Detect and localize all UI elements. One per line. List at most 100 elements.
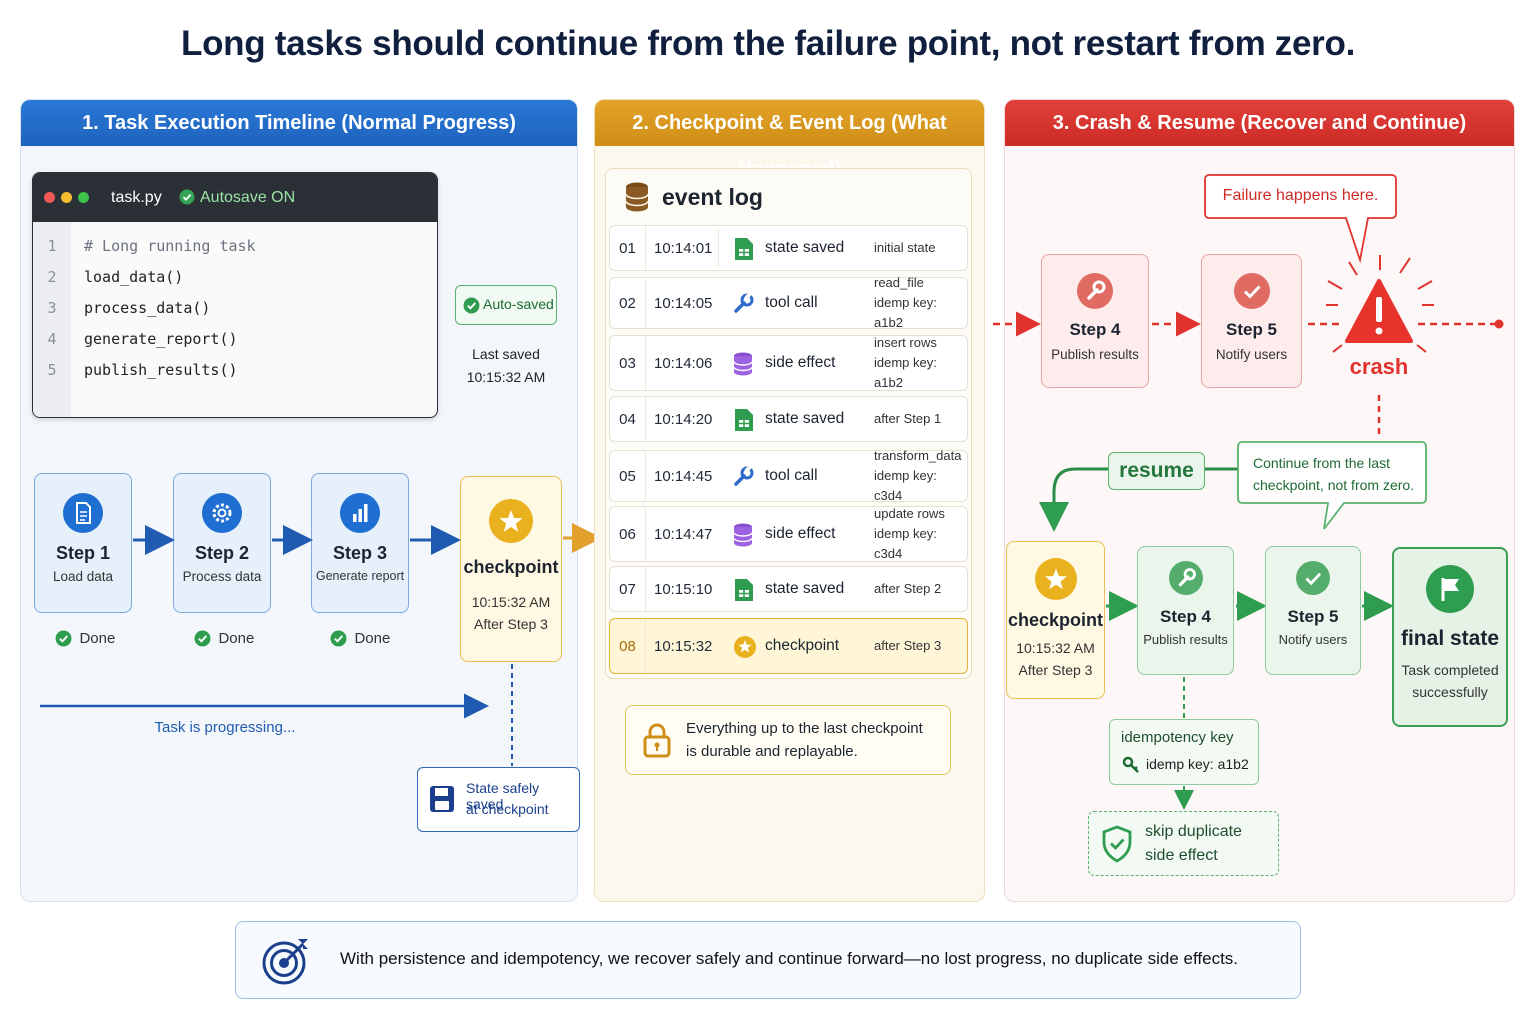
continue-line1: Continue from the last <box>1253 455 1390 471</box>
checkpoint-title: checkpoint <box>463 557 559 577</box>
database-icon <box>625 182 649 217</box>
code-filename: task.py <box>111 189 162 206</box>
step-subtitle: Load data <box>52 569 114 584</box>
step-title: Step 5 <box>1225 320 1278 339</box>
log-row-event: state saved <box>765 410 845 427</box>
continue-callout-shape <box>1237 441 1427 530</box>
last-saved-time: 10:15:32 AM <box>466 369 546 385</box>
idempotency-key-card: idempotency key idemp key: a1b2 <box>1109 719 1259 785</box>
floppy-disk-icon <box>429 785 455 818</box>
step-subtitle: Notify users <box>1215 347 1288 362</box>
durable-note: Everything up to the last checkpoint is … <box>625 705 951 775</box>
check-circle-icon <box>330 630 347 647</box>
state-saved-line2: at checkpoint <box>466 801 549 817</box>
step-title: Step 5 <box>1287 607 1339 626</box>
resume-step-5-card[interactable]: Step 5 Notify users <box>1265 546 1361 675</box>
log-row-detail: after Step 1 <box>874 411 942 426</box>
step-subtitle: Notify users <box>1278 632 1348 647</box>
close-dot-icon[interactable] <box>44 192 55 203</box>
sheet-icon <box>733 237 755 260</box>
star-icon <box>733 635 756 658</box>
state-saved-line1: State safely saved <box>466 780 540 812</box>
idempotency-title: idempotency key <box>1121 729 1234 746</box>
database-icon <box>733 523 755 547</box>
log-row-detail: after Step 3 <box>874 638 942 653</box>
maximize-dot-icon[interactable] <box>78 192 89 203</box>
wrench-icon <box>733 465 755 487</box>
progress-label: Task is progressing... <box>154 719 296 736</box>
step-2-status: Done <box>194 630 254 648</box>
panel3-header: 3. Crash & Resume (Recover and Continue) <box>1005 100 1514 146</box>
last-saved-label: Last saved <box>472 346 540 362</box>
crash-step-5-card[interactable]: Step 5 Notify users <box>1201 254 1302 388</box>
panel2-header: 2. Checkpoint & Event Log (What Happened… <box>595 100 984 180</box>
step-3-card[interactable]: Step 3 Generate report <box>311 473 409 613</box>
log-row-detail: initial state <box>874 240 936 255</box>
log-row-number: 04 <box>610 397 646 441</box>
log-row-time: 10:14:05 <box>654 294 713 312</box>
resume-step-4-card[interactable]: Step 4 Publish results <box>1137 546 1234 675</box>
log-row-time: 10:14:20 <box>654 410 713 428</box>
code-window: task.py Autosave ON 1# Long running task… <box>32 172 438 418</box>
log-row-number: 01 <box>610 226 646 270</box>
log-row[interactable]: 01 10:14:01 state saved initial state <box>609 225 968 271</box>
step-title: Step 4 <box>1159 607 1212 626</box>
checkpoint-title: checkpoint <box>1007 610 1104 630</box>
star-icon <box>489 499 533 543</box>
check-circle-icon <box>1233 273 1270 309</box>
check-circle-icon <box>463 297 480 319</box>
document-icon <box>63 493 103 533</box>
log-row-number: 06 <box>610 507 646 561</box>
log-row[interactable]: 04 10:14:20 state saved after Step 1 <box>609 396 968 442</box>
crash-step-4-card[interactable]: Step 4 Publish results <box>1041 254 1149 388</box>
checkpoint-card[interactable]: checkpoint 10:15:32 AM After Step 3 <box>460 476 562 662</box>
skip-duplicate-card: skip duplicate side effect <box>1088 811 1279 876</box>
log-row-number: 07 <box>610 567 646 611</box>
log-row-time: 10:14:45 <box>654 467 713 485</box>
lock-icon <box>643 722 671 763</box>
final-state-title: final state <box>1400 627 1500 650</box>
log-row-detail: after Step 2 <box>874 581 942 596</box>
final-state-line2: successfully <box>1412 684 1488 700</box>
step-2-card[interactable]: Step 2 Process data <box>173 473 271 613</box>
resume-checkpoint-card[interactable]: checkpoint 10:15:32 AM After Step 3 <box>1006 541 1105 699</box>
skip-line2: side effect <box>1145 847 1218 864</box>
skip-line1: skip duplicate <box>1145 823 1242 840</box>
step-title: Step 1 <box>55 543 111 563</box>
gear-icon <box>202 493 242 533</box>
log-row-event: side effect <box>765 354 836 371</box>
final-state-card[interactable]: final state Task completed successfully <box>1392 547 1508 727</box>
wrench-icon <box>1168 561 1203 595</box>
log-row-time: 10:14:01 <box>654 239 713 257</box>
target-icon <box>260 935 312 992</box>
continue-line2: checkpoint, not from zero. <box>1253 477 1415 493</box>
step-subtitle: Process data <box>182 569 262 584</box>
wrench-icon <box>1077 273 1113 309</box>
step-1-card[interactable]: Step 1 Load data <box>34 473 132 613</box>
event-log-title: event log <box>662 184 763 210</box>
log-row-event: state saved <box>765 239 845 256</box>
check-circle-icon <box>1296 561 1330 595</box>
panel1-header: 1. Task Execution Timeline (Normal Progr… <box>21 100 577 146</box>
log-row-event: checkpoint <box>765 637 840 654</box>
autosave-status: Autosave ON <box>200 189 296 206</box>
step-title: Step 4 <box>1069 320 1121 339</box>
final-state-line1: Task completed <box>1401 662 1499 678</box>
code-gutter <box>33 222 71 417</box>
checkpoint-time: 10:15:32 AM <box>1016 640 1095 656</box>
step-subtitle: Publish results <box>1143 632 1228 647</box>
step-subtitle: Generate report <box>315 569 405 583</box>
crash-label: crash <box>1349 354 1409 379</box>
minimize-dot-icon[interactable] <box>61 192 72 203</box>
